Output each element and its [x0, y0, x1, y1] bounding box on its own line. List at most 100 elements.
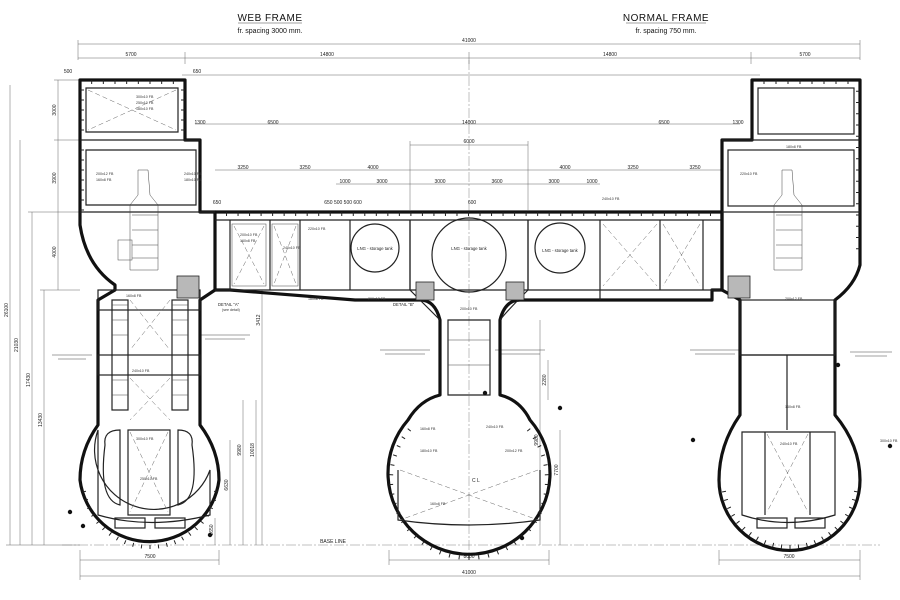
dim-1300-right: 1300: [732, 120, 743, 126]
stiffener-tick: [116, 536, 119, 541]
svg-text:300x10 FB: 300x10 FB: [136, 95, 154, 99]
stiffener-tick: [390, 493, 395, 496]
dim-14000: 14000: [462, 120, 476, 126]
dim-7500-left: 7500: [144, 554, 155, 560]
dim-9980-a: 9980: [237, 444, 243, 455]
dim-half-left: 14800: [320, 52, 334, 58]
engine-right: [773, 169, 803, 271]
left-hull-structure: [78, 78, 221, 544]
dim-7500-right: 7500: [783, 554, 794, 560]
stiffener-tick: [513, 541, 517, 545]
dim-6500-left: 6500: [267, 120, 278, 126]
stiffener-tick: [532, 436, 537, 440]
dim-v3900: 3900: [52, 172, 58, 183]
stiffener-tick: [208, 506, 213, 510]
dim-10018: 10018: [250, 443, 256, 457]
stiffener-tick: [140, 544, 143, 549]
dim-3250-b: 3250: [299, 165, 310, 171]
stiffener-tick: [763, 540, 767, 545]
stiffener-tick: [194, 526, 198, 531]
dim-3000-c: 3000: [548, 179, 559, 185]
stiffener-tick: [458, 555, 460, 560]
stiffener-tick: [541, 502, 546, 505]
dim-overall-top: 41000: [462, 38, 476, 44]
svg-text:200x12 FB: 200x12 FB: [368, 297, 386, 301]
svg-text:180x8 FB: 180x8 FB: [786, 145, 802, 149]
stiffener-tick: [851, 498, 857, 501]
stiffener-tick: [478, 555, 480, 560]
svg-text:200x10 FB: 200x10 FB: [460, 307, 478, 311]
cross-deck-structure: LNG - storage tank LNG - storage tank LN…: [215, 210, 724, 556]
center-line-label: C L: [472, 478, 480, 484]
svg-text:240x10 FB: 240x10 FB: [486, 425, 504, 429]
svg-text:180x10 FB: 180x10 FB: [136, 107, 154, 111]
dim-13430: 13430: [38, 413, 44, 427]
base-line-label: BASE LINE: [320, 539, 347, 545]
svg-text:220x10 FB: 220x10 FB: [740, 172, 758, 176]
svg-text:240x10 FB: 240x10 FB: [602, 197, 620, 201]
dim-21030: 21030: [14, 338, 20, 352]
dim-17430: 17430: [26, 373, 32, 387]
svg-text:240x10 FB: 240x10 FB: [184, 172, 202, 176]
svg-text:240x10 FB: 240x10 FB: [283, 246, 301, 250]
svg-text:160x8 FB: 160x8 FB: [96, 178, 112, 182]
stiffener-tick: [392, 502, 397, 505]
right-hull-structure: [717, 78, 862, 553]
dim-v4000: 4000: [52, 246, 58, 257]
detail-b-bracket: [415, 281, 435, 301]
dim-1000-b: 1000: [586, 179, 597, 185]
stiffener-tick: [848, 506, 853, 510]
stiffener-tick: [188, 532, 192, 536]
stiffener-tick: [96, 520, 100, 524]
stiffener-tick: [123, 540, 127, 545]
callout-bullet: [80, 523, 86, 529]
stiffener-tick: [413, 534, 418, 539]
stiffener-tick: [406, 527, 411, 532]
svg-text:180x10 FB: 180x10 FB: [184, 178, 202, 182]
stiffener-tick: [772, 542, 775, 547]
dim-3412: 3412: [256, 314, 262, 325]
svg-text:240x10 FB: 240x10 FB: [132, 369, 150, 373]
lng-tank-2-label: LNG - storage tank: [451, 246, 487, 251]
stiffener-tick: [204, 513, 209, 517]
dim-1300-left: 1300: [194, 120, 205, 126]
dim-v3000: 3000: [52, 104, 58, 115]
dim-4000-a: 4000: [367, 165, 378, 171]
stiffener-tick: [540, 454, 546, 457]
dim-6500-right: 6500: [658, 120, 669, 126]
stiffener-tick: [91, 513, 96, 517]
svg-text:240x10 FB: 240x10 FB: [780, 442, 798, 446]
stiffener-tick: [797, 544, 800, 549]
svg-text:200x10 FB: 200x10 FB: [240, 233, 258, 237]
dim-3250-a: 3250: [237, 165, 248, 171]
stiffener-tick: [813, 540, 817, 545]
callout-bullet: [67, 509, 73, 515]
stiffener-tick: [853, 490, 859, 493]
stiffener-tick: [543, 493, 548, 496]
stiffener-tick: [844, 513, 849, 517]
stiffener-tick: [396, 445, 401, 448]
web-frame-title: WEB FRAME: [237, 13, 302, 24]
stiffener-tick: [533, 520, 537, 524]
stiffener-tick: [543, 464, 548, 466]
stiffener-tick: [81, 490, 87, 493]
top-dimension-chains: 41000 5700 14800 14800 5700 500 650 1300…: [64, 38, 861, 210]
dim-col-left: 5700: [125, 52, 136, 58]
stiffener-tick: [173, 540, 177, 545]
stiffener-tick: [87, 506, 92, 510]
callout-bullet: [835, 362, 841, 368]
stiffener-tick: [213, 490, 219, 493]
stiffener-tick: [821, 536, 824, 541]
stiffener-tick: [756, 536, 759, 541]
stiffener-tick: [805, 542, 808, 547]
dim-3000-a: 3000: [376, 179, 387, 185]
svg-text:160x8 FB: 160x8 FB: [785, 405, 801, 409]
stiffener-ticks: [80, 80, 860, 560]
stiffener-tick: [723, 498, 729, 501]
stiffener-tick: [780, 544, 783, 549]
waterlines: [52, 334, 892, 360]
stiffener-tick: [736, 520, 740, 524]
detail-b-label: DETAIL "B": [393, 302, 415, 307]
callout-bullet: [519, 535, 525, 541]
stiffener-tick: [211, 498, 217, 501]
